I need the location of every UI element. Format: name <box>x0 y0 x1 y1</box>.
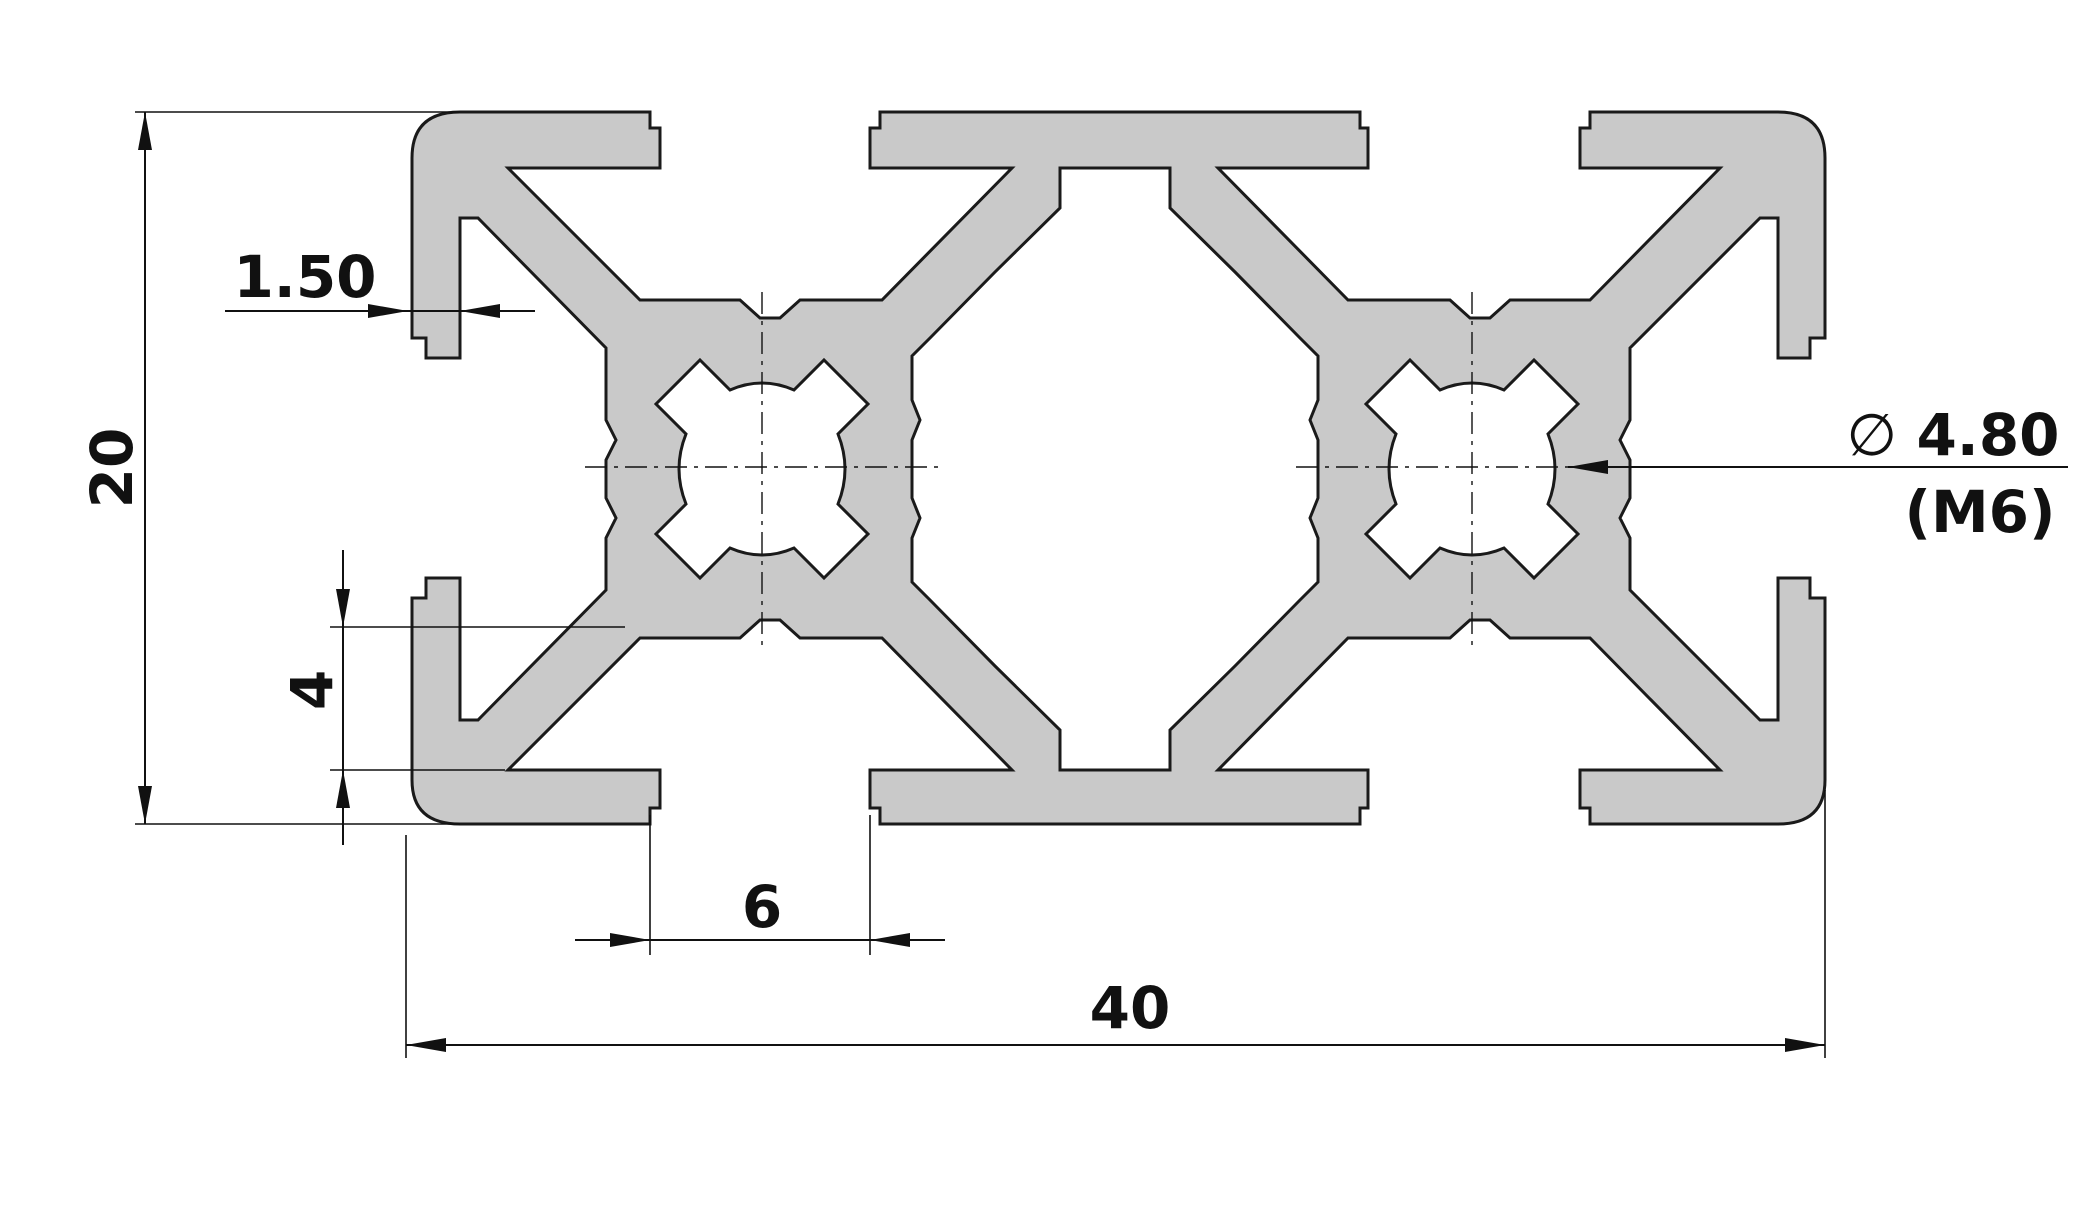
bore-diameter-label: 4.80 <box>1916 401 2059 469</box>
arrow-up-icon <box>336 770 350 808</box>
dimension-slot-depth: 4 <box>278 550 625 845</box>
thread-size-label: (M6) <box>1904 478 2055 546</box>
dimension-bore-diameter: ∅ 4.80 (M6) <box>1568 401 2068 546</box>
dimension-height: 20 <box>78 111 460 825</box>
wall-thickness-label: 1.50 <box>233 243 376 311</box>
arrow-down-icon <box>336 589 350 627</box>
slot-depth-label: 4 <box>278 670 346 710</box>
arrow-up-icon <box>138 112 152 150</box>
arrow-right-icon <box>1785 1038 1825 1052</box>
arrow-left-icon <box>460 304 500 318</box>
height-label: 20 <box>78 428 146 509</box>
arrow-right-icon <box>610 933 650 947</box>
dimension-slot-opening: 6 <box>575 815 945 955</box>
width-label: 40 <box>1090 974 1171 1042</box>
arrow-left-icon <box>1568 460 1608 474</box>
dimension-width: 40 <box>405 790 1826 1058</box>
diameter-symbol: ∅ <box>1846 401 1897 469</box>
dimension-wall-thickness: 1.50 <box>225 243 535 318</box>
arrow-left-icon <box>406 1038 446 1052</box>
arrow-down-icon <box>138 786 152 824</box>
center-lines <box>585 292 1580 645</box>
arrow-left-icon <box>870 933 910 947</box>
slot-opening-label: 6 <box>742 873 782 941</box>
arrow-right-icon <box>368 304 408 318</box>
